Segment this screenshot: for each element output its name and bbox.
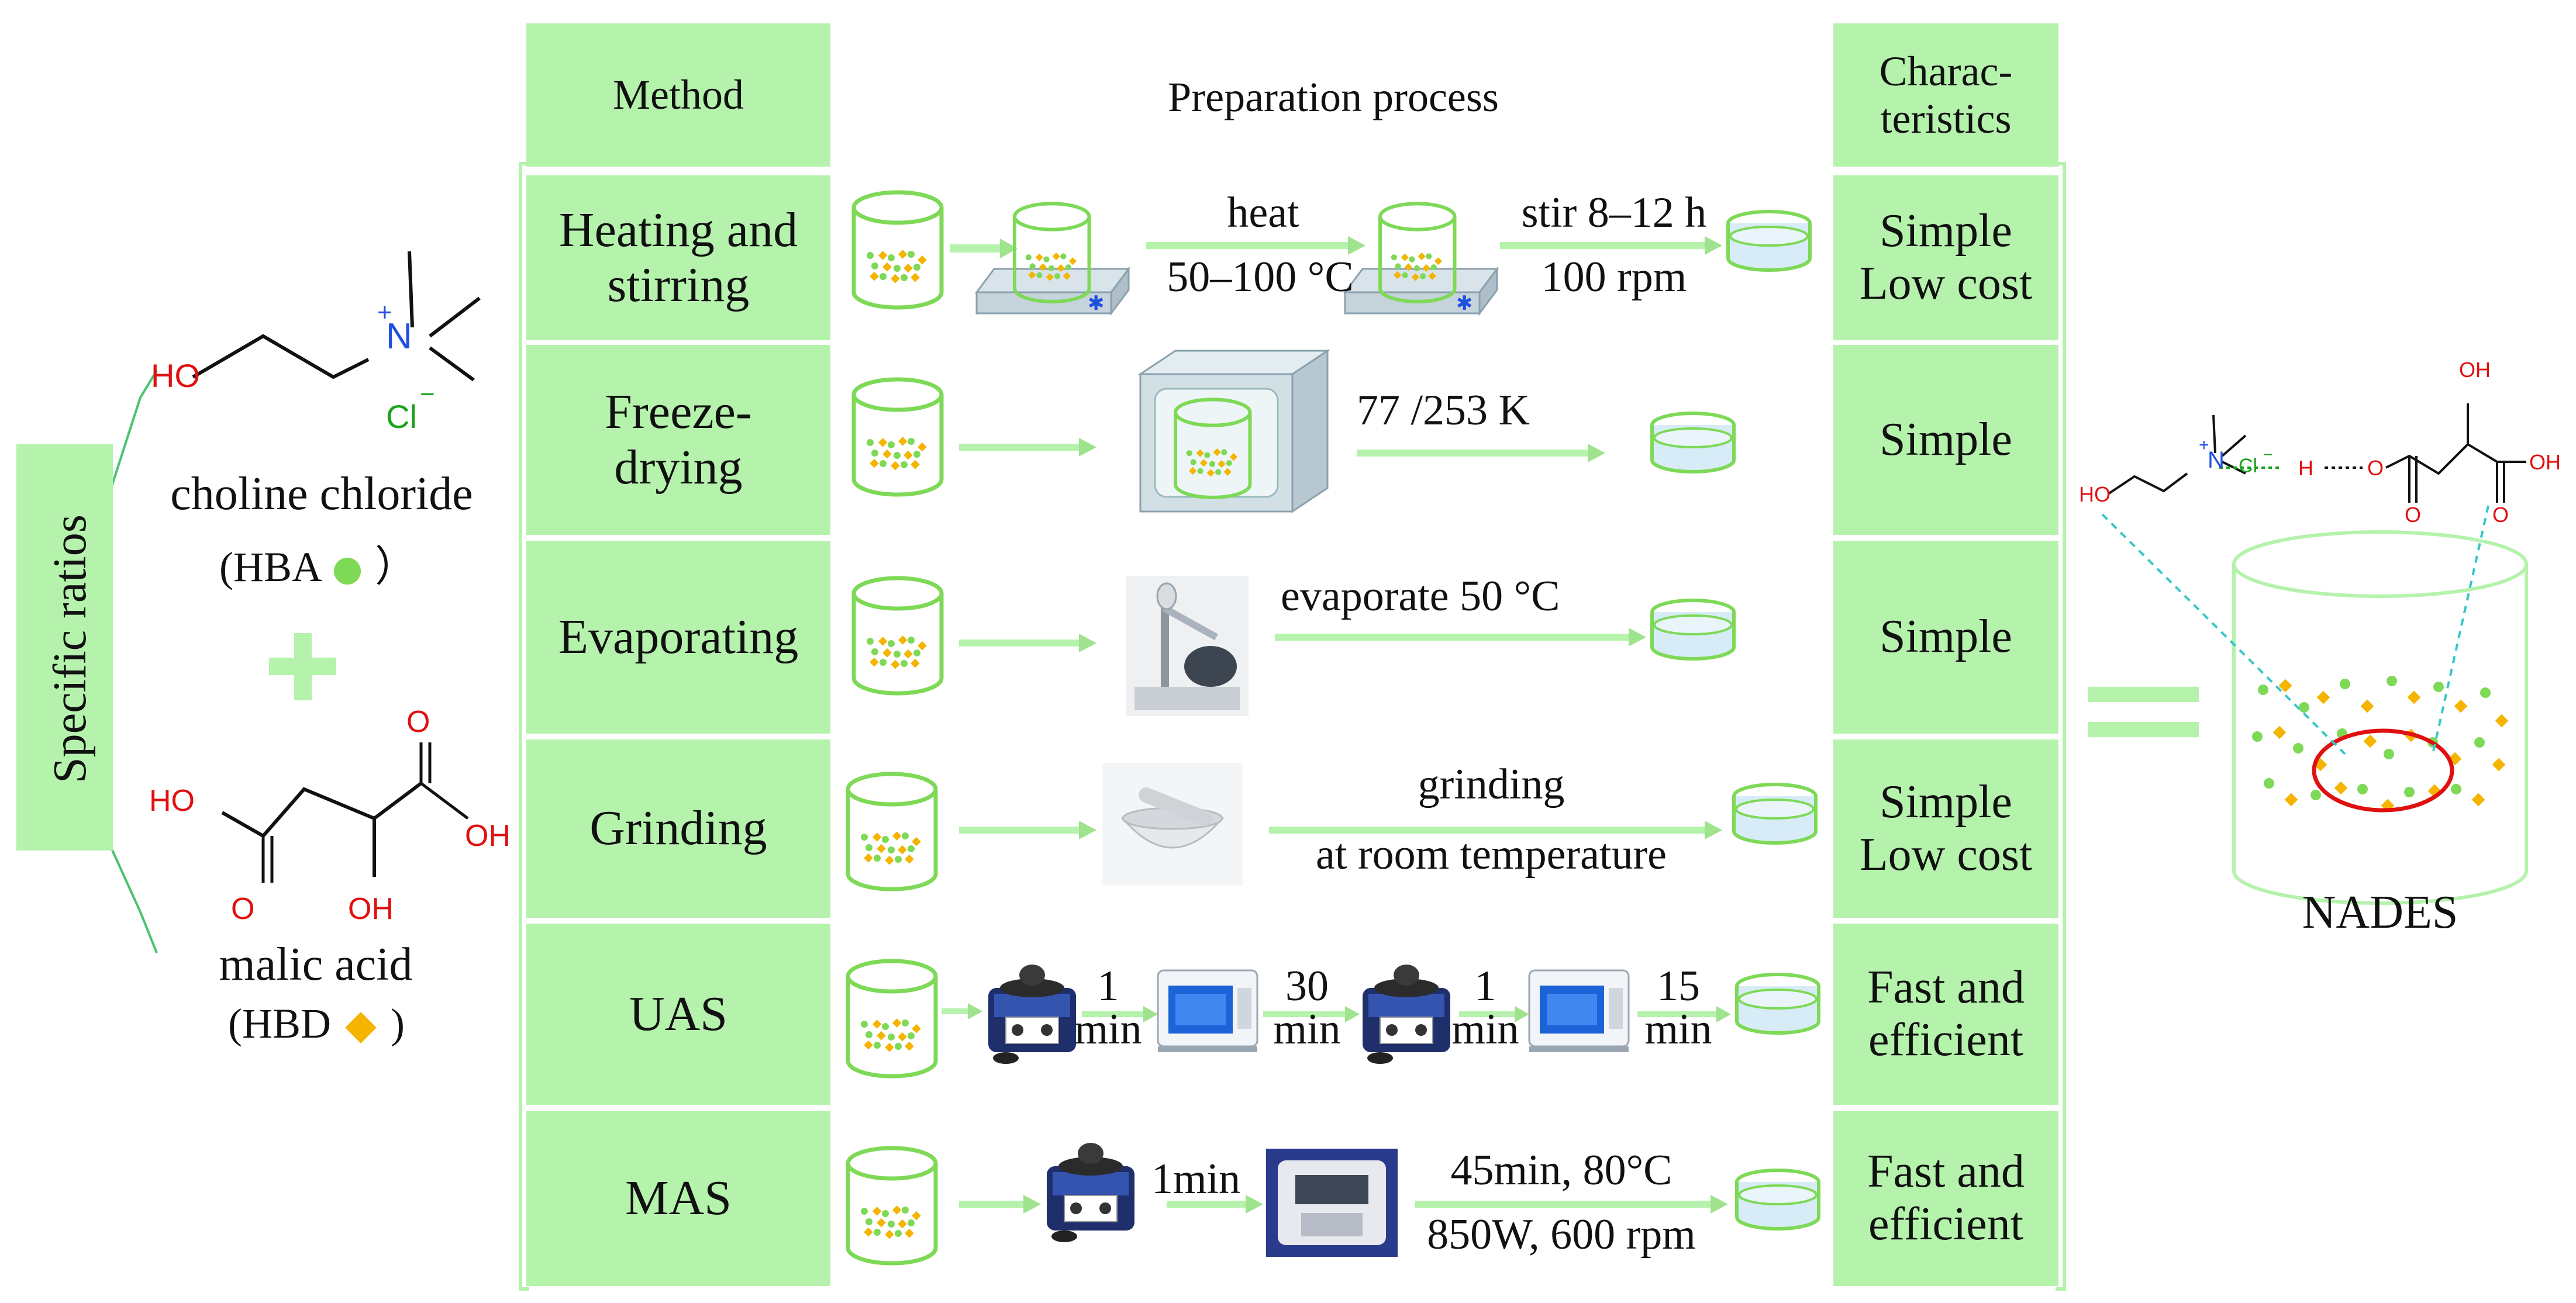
hbond-cl-minus: − — [2263, 445, 2273, 464]
char-grinding: Simple Low cost — [1833, 739, 2058, 918]
method-freeze-drying: Freeze- drying — [526, 345, 830, 535]
method-grinding: Grinding — [526, 739, 830, 918]
malic-ho-left: HO — [149, 784, 195, 818]
method-mas-text: MAS — [625, 1170, 732, 1225]
hba-tag-text: (HBA — [219, 544, 320, 590]
char-uas: Fast and efficient — [1833, 924, 2058, 1105]
hbd-diamond-icon — [345, 1012, 377, 1044]
header-characteristics: Charac- teristics — [1833, 23, 2058, 167]
uas-step4-time: 15 min — [1644, 962, 1712, 1053]
header-method: Method — [526, 23, 830, 167]
method-evaporating: Evaporating — [526, 541, 830, 734]
grinding-step1-condition: at room temperature — [1316, 831, 1667, 879]
char-grinding-text: Simple Low cost — [1859, 776, 2033, 880]
hbond-o2: O — [2405, 503, 2422, 527]
heating-step2-speed: 100 rpm — [1541, 253, 1687, 301]
method-grinding-text: Grinding — [589, 801, 767, 856]
heating-step1-temp: 50–100 °C — [1167, 253, 1354, 301]
hbond-cl: Cl — [2239, 455, 2258, 477]
grinding-step1-label: grinding — [1418, 761, 1565, 808]
hbd-tag-text: (HBD — [228, 1000, 331, 1047]
malic-acid-name: malic acid — [219, 939, 413, 990]
specific-ratios-panel — [16, 444, 113, 851]
hbond-ho: HO — [2079, 482, 2111, 506]
char-mas: Fast and efficient — [1833, 1111, 2058, 1286]
heating-step2-label: stir 8–12 h — [1521, 189, 1707, 237]
uas-step3-time: 1 min — [1451, 962, 1519, 1053]
header-preparation-process: Preparation process — [1168, 74, 1499, 120]
malic-o-right: O — [406, 705, 430, 739]
hbond-o3: O — [2492, 503, 2509, 527]
evaporate-step1-label: evaporate 50 °C — [1281, 572, 1560, 620]
header-characteristics-text: Charac- teristics — [1879, 47, 2013, 142]
char-evaporating: Simple — [1833, 541, 2058, 734]
nades-label: NADES — [2302, 887, 2458, 938]
char-heating: Simple Low cost — [1833, 175, 2058, 340]
mas-step1-time: 1min — [1151, 1155, 1241, 1203]
method-heating: Heating and stirring — [526, 175, 830, 340]
malic-oh-middle: OH — [348, 892, 394, 926]
choline-chloride-name: choline chloride — [170, 468, 473, 520]
method-freeze-drying-text: Freeze- drying — [605, 385, 752, 495]
char-heating-text: Simple Low cost — [1859, 205, 2033, 309]
method-uas: UAS — [526, 924, 830, 1105]
hbond-h: H — [2298, 456, 2313, 480]
hbd-tag-close: ) — [391, 1000, 405, 1047]
specific-ratios-label: Specific ratios — [44, 514, 96, 783]
mas-step2-power: 850W, 600 rpm — [1427, 1211, 1696, 1259]
freeze-step1-label: 77 /253 K — [1357, 386, 1530, 434]
choline-ho: HO — [151, 357, 200, 394]
choline-cl: Cl — [386, 398, 417, 435]
hbond-n: N — [2208, 447, 2225, 473]
hba-tag-close: ） — [375, 544, 418, 590]
char-uas-text: Fast and efficient — [1867, 962, 2025, 1066]
choline-n: N — [386, 316, 412, 357]
choline-n-plus: + — [377, 298, 392, 327]
hba-tag: (HBA ） — [219, 532, 417, 593]
hbond-n-plus: + — [2199, 436, 2209, 455]
plus-sign-vertical — [294, 633, 312, 700]
hba-dot-icon — [334, 558, 361, 585]
hbond-oh-right: OH — [2529, 450, 2561, 474]
char-freeze-drying: Simple — [1833, 345, 2058, 535]
hbond-oh-top: OH — [2459, 358, 2491, 382]
malic-o-left: O — [231, 892, 255, 926]
uas-step2-time: 30 min — [1273, 962, 1341, 1053]
mas-step2-label: 45min, 80°C — [1450, 1146, 1672, 1194]
char-evaporating-text: Simple — [1880, 611, 2012, 663]
hbd-tag: (HBD ) — [228, 1000, 405, 1048]
uas-step1-time: 1 min — [1074, 962, 1142, 1053]
method-uas-text: UAS — [629, 986, 728, 1041]
malic-oh-right: OH — [465, 819, 511, 853]
choline-cl-minus: − — [420, 380, 435, 409]
hbond-o1: O — [2367, 456, 2384, 480]
method-heating-text: Heating and stirring — [558, 202, 798, 312]
char-mas-text: Fast and efficient — [1867, 1146, 2025, 1250]
heating-step1-label: heat — [1227, 189, 1299, 237]
method-mas: MAS — [526, 1111, 830, 1286]
method-evaporating-text: Evaporating — [558, 609, 799, 664]
char-freeze-drying-text: Simple — [1880, 413, 2012, 465]
